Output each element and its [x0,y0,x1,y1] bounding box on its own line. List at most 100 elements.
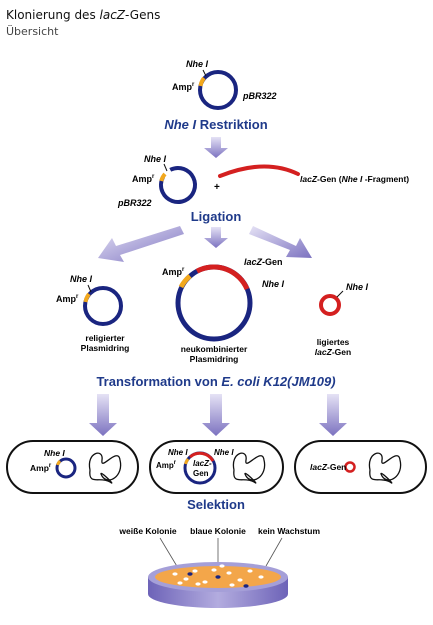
restriction-heading: Nhe I Restriktion [164,117,267,132]
lacz-ring-nhe-tick [336,290,344,298]
page-subtitle: Übersicht [6,25,59,38]
amp-gene-segment-2 [159,172,167,182]
pbr322-label: pBR322 [242,91,277,101]
cell-1-amp-segment [56,459,62,466]
religated-plasmid: Nhe I Ampr religierter Plasmidring [56,274,129,353]
ligation-heading: Ligation [191,209,242,224]
arrow-ligation-right [249,226,312,258]
recombinant-plasmid: Ampr lacZ-Gen Nhe I neukombinierter Plas… [162,257,285,364]
white-colony [229,583,235,587]
pbr322-plasmid-step2: Nhe I Ampr pBR322 [117,154,197,208]
label-white-colony: weiße Kolonie [118,526,176,536]
arrow-transform-left [89,394,117,436]
cell-2-nhe-left: Nhe I [168,448,188,457]
blue-colony [215,575,221,579]
lacz-ring-caption-2: lacZ-Gen [315,347,351,357]
cell-2-lacz-segment [189,451,215,462]
cell-3-chromosome [368,452,402,484]
cell-2-amp-segment [184,458,190,465]
religated-amp-label: Ampr [56,294,79,304]
white-colony [226,571,232,575]
amp-gene-segment [198,76,206,87]
nhe-label: Nhe I [186,59,209,69]
cell-2-chromosome [232,452,266,484]
cell-3-lacz-ring [344,461,356,473]
recombinant-lacz-segment [195,264,250,291]
cell-3-lacz-label: lacZ-Gen [310,462,346,472]
recombinant-caption-1: neukombinierter [181,344,248,354]
arrow-transform-right [319,394,347,436]
petri-dish [148,562,288,608]
arrow-down-1 [204,137,228,158]
religated-nhe-label: Nhe I [70,274,93,284]
recombinant-caption-2: Plasmidring [190,354,239,364]
recombinant-lacz-label: lacZ-Gen [244,257,283,267]
white-colony [211,568,217,572]
pbr322-ring-2 [159,166,197,204]
ecoli-cell-religated: Nhe I Ampr [6,440,139,494]
ecoli-cell-lacz-only: lacZ-Gen [294,440,427,494]
pbr322-ring [198,70,238,110]
white-colony [258,575,264,579]
religated-caption-1: religierter [85,333,125,343]
religated-caption-2: Plasmidring [81,343,130,353]
amp-label-2: Ampr [132,174,155,184]
white-colony [237,578,243,582]
recombinant-nhe-label: Nhe I [262,279,285,289]
leader-white [159,537,179,569]
white-colony [219,564,225,568]
recombinant-amp-label: Ampr [162,267,185,277]
selection-heading: Selektion [187,497,245,512]
religated-ring [83,286,123,326]
leader-none [265,537,283,567]
lacz-ring-nhe-label: Nhe I [346,282,369,292]
nhe-label-2: Nhe I [144,154,167,164]
cell-2-gen-label: Gen [193,469,209,478]
label-blue-colony: blaue Kolonie [190,526,246,536]
nhe-site-tick-2 [163,163,168,172]
white-colony [195,582,201,586]
white-colony [183,577,189,581]
page-title: Klonierung des lacZ-Gens [6,8,160,22]
arrow-ligation-left [98,226,184,262]
title-lacz: lacZ [99,8,126,22]
religated-nhe-tick [87,284,92,293]
religated-amp-segment [83,292,91,303]
cell-1-chromosome [88,452,122,484]
white-colony [202,580,208,584]
ecoli-cell-recombinant: Nhe I Nhe I Ampr lacZ- Gen [149,440,284,494]
amp-label: Ampr [172,82,195,92]
white-colony [172,572,178,576]
cell-1-nhe-label: Nhe I [44,448,65,458]
arrow-transform-center [202,394,230,436]
lacz-fragment [218,164,300,178]
cell-2-lacz-label: lacZ- [193,459,212,468]
blue-colony [243,584,249,588]
title-a: Klonierung des [6,8,100,22]
blue-colonies [187,572,249,588]
label-no-growth: kein Wachstum [258,526,320,536]
plus-sign: + [214,182,220,193]
cell-2-amp-label: Ampr [156,460,177,470]
cell-1-plasmid [55,457,77,479]
cell-1-membrane [6,440,139,494]
white-colony [192,569,198,573]
arrow-ligation-center [204,227,228,248]
pbr322-label-2: pBR322 [117,198,152,208]
fragment-label: lacZ-Gen (Nhe I -Fragment) [300,174,409,184]
nhe-site-tick [202,69,207,77]
lacz-ring-caption-1: ligiertes [317,337,350,347]
cell-1-amp-label: Ampr [30,463,52,473]
transformation-heading: Transformation von E. coli K12(JM109) [96,374,335,389]
white-colony [177,581,183,585]
white-colony [247,569,253,573]
lacz-ring [319,294,341,316]
cell-3-membrane [294,440,427,494]
blue-colony [187,572,193,576]
title-b: -Gens [125,8,161,22]
pbr322-plasmid-step1: Nhe I Ampr pBR322 [172,59,277,110]
recombinant-amp-segment [178,274,192,289]
cell-2-nhe-right: Nhe I [214,448,234,457]
white-colonies [172,564,264,587]
